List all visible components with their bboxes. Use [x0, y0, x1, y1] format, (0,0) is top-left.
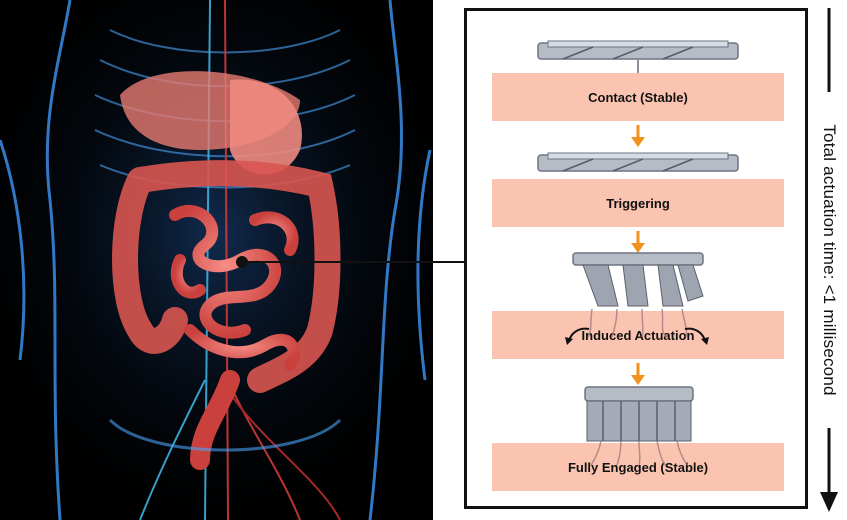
tissue-strands [587, 309, 688, 337]
step-band-contact: Contact (Stable) [492, 73, 784, 121]
stomach [230, 79, 302, 175]
arrow-down-icon [820, 492, 838, 512]
step-band-fully-engaged: Fully Engaged (Stable) [492, 443, 784, 491]
step-label-induced-actuation: Induced Actuation [581, 327, 695, 343]
pelvis [108, 418, 342, 452]
small-intestine [169, 204, 300, 371]
step-band-induced-actuation: Induced Actuation [492, 311, 784, 359]
tissue-strands [590, 441, 688, 465]
rotate-left-icon [565, 327, 590, 345]
arrow-down-icon [631, 125, 645, 147]
device-triggering-image [537, 152, 739, 172]
step-label-contact: Contact (Stable) [588, 89, 688, 105]
device-fully-engaged-image [584, 386, 694, 442]
total-actuation-time-label: Total actuation time: <1 millisecond [820, 124, 839, 396]
rotate-right-icon [684, 327, 709, 345]
device-induced-actuation-image [572, 252, 704, 307]
step-band-triggering: Triggering [492, 179, 784, 227]
step-label-triggering: Triggering [606, 195, 670, 211]
step-label-fully-engaged: Fully Engaged (Stable) [567, 459, 709, 475]
arrow-down-icon [631, 363, 645, 385]
large-intestine [112, 160, 341, 393]
timeline-arrow [820, 8, 838, 512]
actuation-sequence-panel: Contact (Stable) Triggering Induced Actu… [464, 8, 808, 509]
arrow-down-icon [631, 231, 645, 253]
anatomy-illustration [0, 0, 433, 520]
device-contact-image [537, 40, 739, 75]
rectum [190, 370, 240, 470]
